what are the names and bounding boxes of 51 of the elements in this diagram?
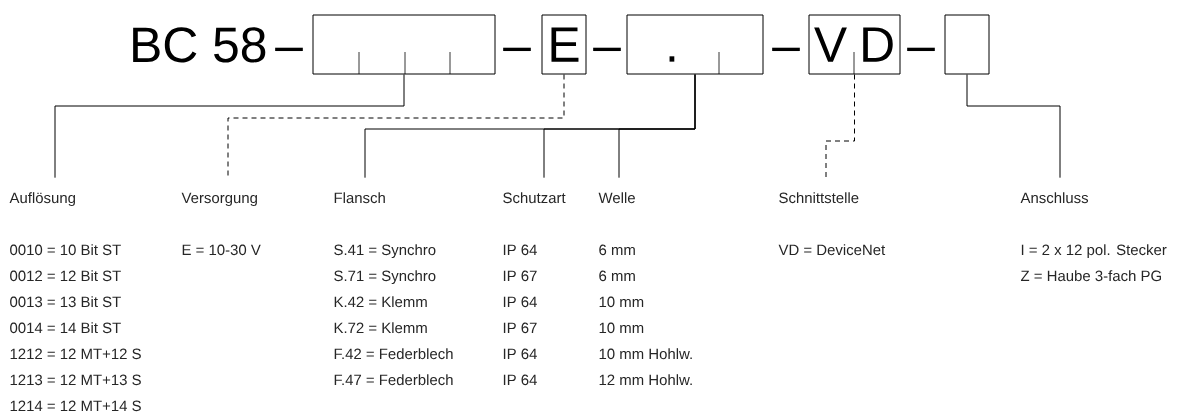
option-text: VD = DeviceNet <box>778 244 886 256</box>
option-text: 0013 = 13 Bit ST <box>10 296 121 308</box>
option-text: K.42 = Klemm <box>334 296 427 308</box>
option-text: 0010 = 10 Bit ST <box>10 244 121 256</box>
column-heading: Flansch <box>334 192 385 204</box>
option-text: F.47 = Federblech <box>334 374 453 386</box>
code-box <box>312 14 496 75</box>
option-text: IP 64 <box>503 374 537 386</box>
connector-line <box>227 74 565 179</box>
column-heading: Versorgung <box>181 192 257 207</box>
option-text: 0014 = 14 Bit ST <box>10 322 121 334</box>
option-text: 12 mm Hohlw. <box>599 374 692 386</box>
code-box: . <box>626 14 764 75</box>
connector-line <box>54 74 405 179</box>
code-box: E <box>541 14 587 75</box>
option-text: IP 64 <box>503 244 537 256</box>
option-text: 6 mm <box>599 270 635 282</box>
column-heading: Anschluss <box>1020 192 1089 204</box>
column-heading: Auflösung <box>9 192 75 207</box>
option-text: 10 mm Hohlw. <box>599 348 692 360</box>
connector-line <box>966 74 1061 179</box>
option-text: S.71 = Synchro <box>334 270 436 285</box>
option-text: K.72 = Klemm <box>334 322 427 334</box>
option-text: IP 64 <box>503 296 537 308</box>
option-text: 10 mm <box>599 322 644 334</box>
dash: – <box>593 47 621 52</box>
option-text: 10 mm <box>599 296 644 308</box>
option-text: 1212 = 12 MT+12 S <box>10 348 141 360</box>
option-text: IP 67 <box>503 270 537 282</box>
column-heading: Schnittstelle <box>779 192 859 204</box>
connector-line <box>825 74 855 179</box>
option-text: 6 mm <box>599 244 635 256</box>
option-text: Z = Haube 3-fach PG <box>1020 270 1161 282</box>
dash: – <box>503 47 531 52</box>
code-box <box>944 14 990 75</box>
option-text: IP 64 <box>503 348 537 360</box>
option-text: E = 10-30 V <box>182 244 261 256</box>
option-text: I = 2 x 12 pol. Stecker <box>1021 244 1167 259</box>
column-heading: Welle <box>598 192 635 204</box>
dash: – <box>907 47 935 52</box>
dash: – <box>772 47 800 52</box>
option-text: 0012 = 12 Bit ST <box>10 270 121 282</box>
code-box: V D <box>808 14 901 75</box>
option-text: 1214 = 12 MT+14 S <box>10 400 141 412</box>
option-text: 1213 = 12 MT+13 S <box>10 374 141 386</box>
option-text: S.41 = Synchro <box>334 244 436 259</box>
column-heading: Schutzart <box>503 192 566 204</box>
code-prefix: BC 58 <box>133 27 266 63</box>
connector-line <box>618 74 696 179</box>
option-text: F.42 = Federblech <box>334 348 453 360</box>
option-text: IP 67 <box>503 322 537 334</box>
